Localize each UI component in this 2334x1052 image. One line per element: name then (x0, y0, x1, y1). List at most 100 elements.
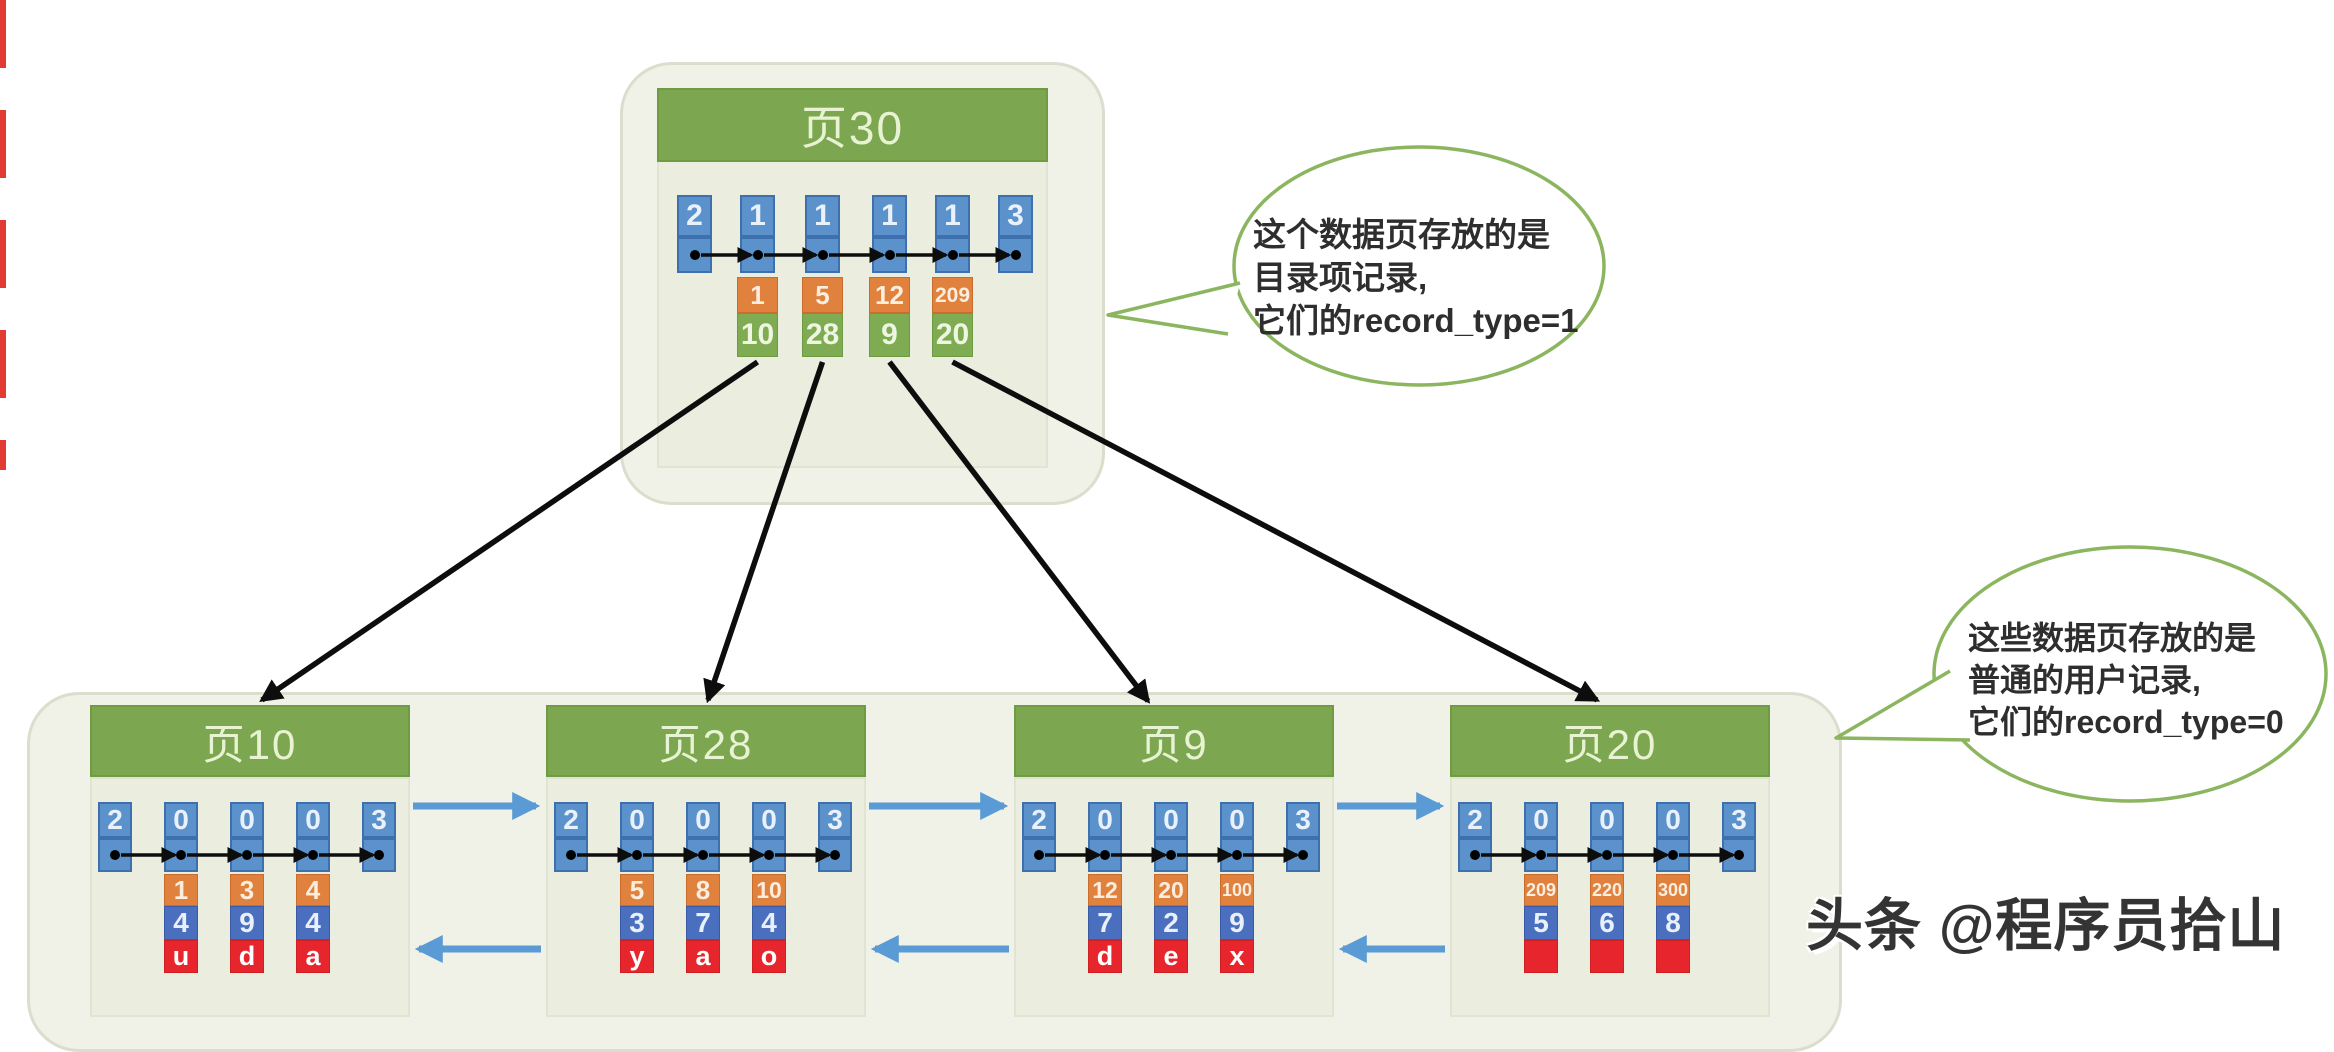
pointer-dot (566, 850, 576, 860)
record-pointer-cell (164, 838, 198, 872)
record-type-cell: 0 (620, 802, 654, 838)
record-pointer-cell (1154, 838, 1188, 872)
pointer-dot (1668, 850, 1678, 860)
leaf-page-header-20: 页20 (1450, 705, 1770, 777)
letter-cell (1590, 940, 1624, 973)
bubble-tail (1108, 283, 1240, 334)
leaf-page-header-10: 页10 (90, 705, 410, 777)
record-type-cell: 2 (1458, 802, 1492, 838)
root-page-panel (657, 160, 1048, 468)
record-type-cell: 1 (740, 195, 775, 237)
pointer-dot (242, 850, 252, 860)
letter-cell: o (752, 940, 786, 973)
key-cell: 12 (1088, 874, 1122, 906)
child-page-cell: 9 (869, 313, 910, 357)
record-pointer-cell (362, 838, 396, 872)
record-type-cell: 2 (554, 802, 588, 838)
child-page-cell: 20 (932, 313, 973, 357)
pointer-dot (1602, 850, 1612, 860)
record-type-cell: 0 (1590, 802, 1624, 838)
pointer-dot (764, 850, 774, 860)
callout-line: 它们的record_type=1 (1253, 302, 1579, 339)
record-pointer-cell (752, 838, 786, 872)
pointer-dot (176, 850, 186, 860)
value-cell: 9 (230, 906, 264, 940)
callout-text-directory: 这个数据页存放的是 目录项记录, 它们的record_type=1 (1253, 213, 1593, 342)
record-pointer-cell (296, 838, 330, 872)
record-type-cell: 2 (1022, 802, 1056, 838)
letter-cell: e (1154, 940, 1188, 973)
value-cell: 7 (1088, 906, 1122, 940)
pointer-dot (1166, 850, 1176, 860)
record-pointer-cell (805, 237, 840, 273)
bubble-tail (1836, 671, 1970, 740)
record-pointer-cell (554, 838, 588, 872)
callout-text-user: 这些数据页存放的是 普通的用户记录, 它们的record_type=0 (1968, 617, 2318, 743)
key-cell: 1 (164, 874, 198, 906)
record-type-cell: 0 (1656, 802, 1690, 838)
pointer-dot (752, 250, 763, 260)
pointer-dot (698, 850, 708, 860)
callout-line: 普通的用户记录, (1968, 662, 2201, 698)
letter-cell: d (1088, 940, 1122, 973)
key-cell: 5 (620, 874, 654, 906)
pointer-dot (110, 850, 120, 860)
record-pointer-cell (872, 237, 907, 273)
record-pointer-cell (98, 838, 132, 872)
record-pointer-cell (998, 237, 1033, 273)
record-type-cell: 2 (677, 195, 712, 237)
key-cell: 20 (1154, 874, 1188, 906)
key-cell: 300 (1656, 874, 1690, 906)
record-type-cell: 0 (296, 802, 330, 838)
letter-cell: d (230, 940, 264, 973)
key-cell: 100 (1220, 874, 1254, 906)
record-pointer-cell (677, 237, 712, 273)
callout-line: 这些数据页存放的是 (1968, 620, 2257, 656)
key-cell: 3 (230, 874, 264, 906)
letter-cell (1656, 940, 1690, 973)
record-pointer-cell (686, 838, 720, 872)
pointer-dot (308, 850, 318, 860)
record-type-cell: 0 (686, 802, 720, 838)
child-page-cell: 28 (802, 313, 843, 357)
record-type-cell: 0 (752, 802, 786, 838)
key-cell: 209 (932, 277, 973, 313)
record-pointer-cell (1286, 838, 1320, 872)
record-type-cell: 3 (998, 195, 1033, 237)
value-cell: 3 (620, 906, 654, 940)
pointer-dot (947, 250, 958, 260)
value-cell: 5 (1524, 906, 1558, 940)
value-cell: 2 (1154, 906, 1188, 940)
letter-cell: a (296, 940, 330, 973)
record-type-cell: 3 (1722, 802, 1756, 838)
key-cell: 8 (686, 874, 720, 906)
record-pointer-cell (818, 838, 852, 872)
record-pointer-cell (1590, 838, 1624, 872)
record-pointer-cell (1524, 838, 1558, 872)
key-cell: 4 (296, 874, 330, 906)
record-pointer-cell (1722, 838, 1756, 872)
record-type-cell: 0 (1154, 802, 1188, 838)
value-cell: 7 (686, 906, 720, 940)
pointer-dot (1536, 850, 1546, 860)
record-type-cell: 0 (164, 802, 198, 838)
pointer-dot (632, 850, 642, 860)
letter-cell: x (1220, 940, 1254, 973)
record-type-cell: 0 (1220, 802, 1254, 838)
record-type-cell: 3 (818, 802, 852, 838)
root-page-header: 页30 (657, 88, 1048, 162)
record-pointer-cell (1022, 838, 1056, 872)
letter-cell: u (164, 940, 198, 973)
record-type-cell: 0 (230, 802, 264, 838)
record-type-cell: 1 (872, 195, 907, 237)
callout-line: 目录项记录, (1253, 259, 1428, 296)
record-pointer-cell (1458, 838, 1492, 872)
key-cell: 1 (737, 277, 778, 313)
record-pointer-cell (935, 237, 970, 273)
leaf-page-header-9: 页9 (1014, 705, 1334, 777)
key-cell: 12 (869, 277, 910, 313)
left-edge-red-artifact (0, 0, 6, 470)
record-pointer-cell (1088, 838, 1122, 872)
record-type-cell: 3 (362, 802, 396, 838)
key-cell: 5 (802, 277, 843, 313)
